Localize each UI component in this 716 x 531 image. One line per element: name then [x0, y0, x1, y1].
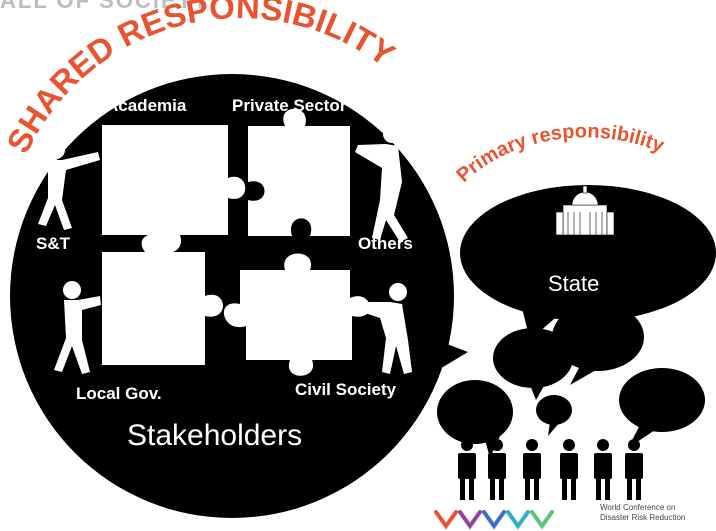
puzzle-pieces: [102, 108, 370, 376]
state-label: State: [548, 271, 600, 296]
puzzle-piece-local-gov: [102, 234, 224, 365]
person-1: [458, 439, 476, 500]
state-building-icon: [555, 185, 615, 236]
speech-bubble-2: [552, 303, 644, 385]
speech-bubble-4: [536, 395, 572, 436]
person-4: [560, 439, 578, 500]
wcdrr-logo-line2: Disaster Risk Reduction: [600, 513, 686, 522]
stakeholders-label: Stakeholders: [127, 419, 303, 452]
puzzle-piece-academia: [102, 125, 246, 254]
puzzle-piece-civil-society: [223, 253, 370, 376]
pushing-figures: [38, 125, 412, 374]
person-6: [625, 439, 643, 500]
figure-right-top: [355, 125, 408, 242]
puzzle-piece-private-sector: [248, 108, 350, 236]
label-private-sector: Private Sector: [232, 96, 347, 115]
label-academia: Academia: [106, 96, 187, 115]
wcdrr-logo-text: World Conference on Disaster Risk Reduct…: [600, 503, 710, 523]
wcdrr-logo-waves: [434, 510, 554, 530]
label-local-gov: Local Gov.: [76, 384, 162, 403]
small-speech-bubbles: [437, 303, 705, 458]
figure-right-bottom: [356, 283, 412, 374]
speech-bubble-5: [619, 368, 705, 448]
wcdrr-logo-line1: World Conference on: [600, 503, 676, 512]
label-others: Others: [358, 234, 413, 253]
label-st: S&T: [36, 234, 70, 253]
figure-left-bottom: [54, 281, 101, 374]
person-2: [488, 439, 506, 500]
figure-left-top: [38, 141, 100, 230]
label-civil-society: Civil Society: [295, 380, 397, 399]
people-crowd: [458, 439, 643, 500]
person-5: [594, 439, 612, 500]
primary-responsibility-title: Primary responsibility: [452, 120, 667, 186]
top-cut-text: ALL OF SOCIETY: [0, 0, 210, 13]
person-3: [523, 439, 541, 500]
